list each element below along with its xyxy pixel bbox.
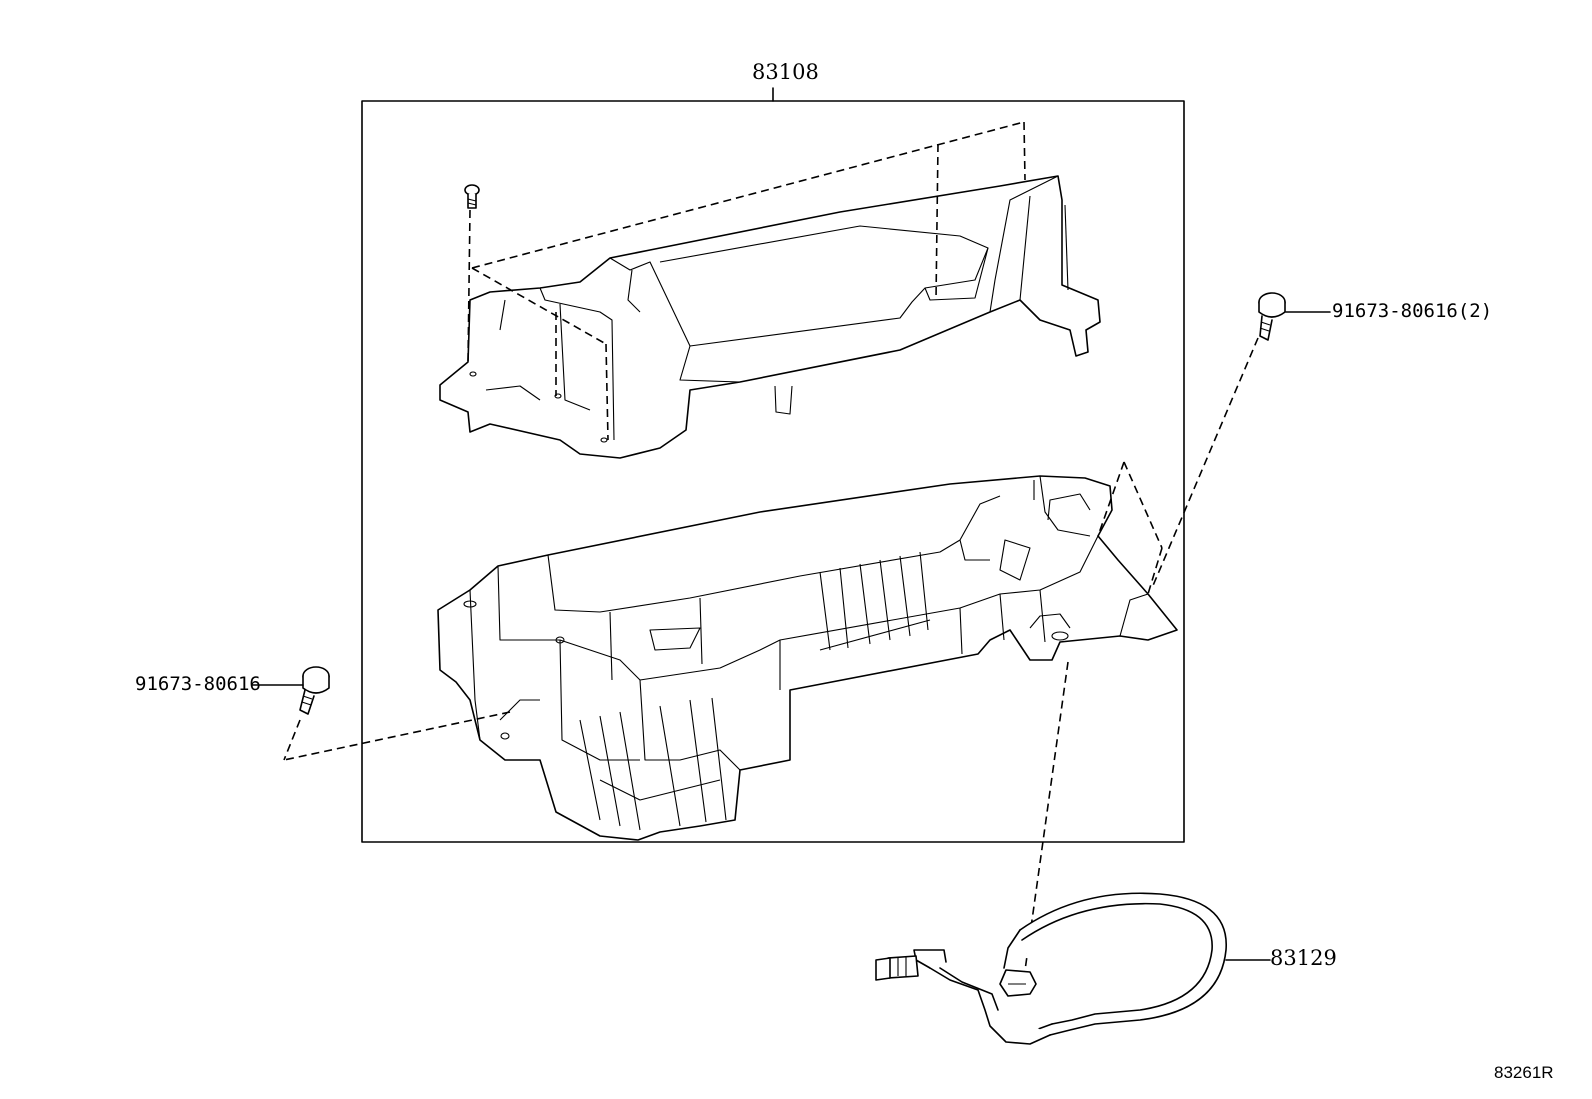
bolt-right-icon bbox=[1258, 292, 1286, 341]
bolt-left-icon bbox=[299, 666, 330, 715]
upper-cover-part bbox=[439, 175, 1101, 459]
label-wire-83129: 83129 bbox=[1270, 946, 1337, 970]
label-screw-left: 91673-80616 bbox=[135, 673, 261, 695]
label-screw-right: 91673-80616(2) bbox=[1332, 300, 1493, 322]
label-assembly-83108: 83108 bbox=[752, 60, 819, 84]
wire-harness-part bbox=[875, 892, 1227, 1045]
small-screw-icon bbox=[464, 184, 480, 209]
figure-reference: 83261R bbox=[1494, 1063, 1554, 1082]
lower-housing-part bbox=[437, 475, 1178, 841]
